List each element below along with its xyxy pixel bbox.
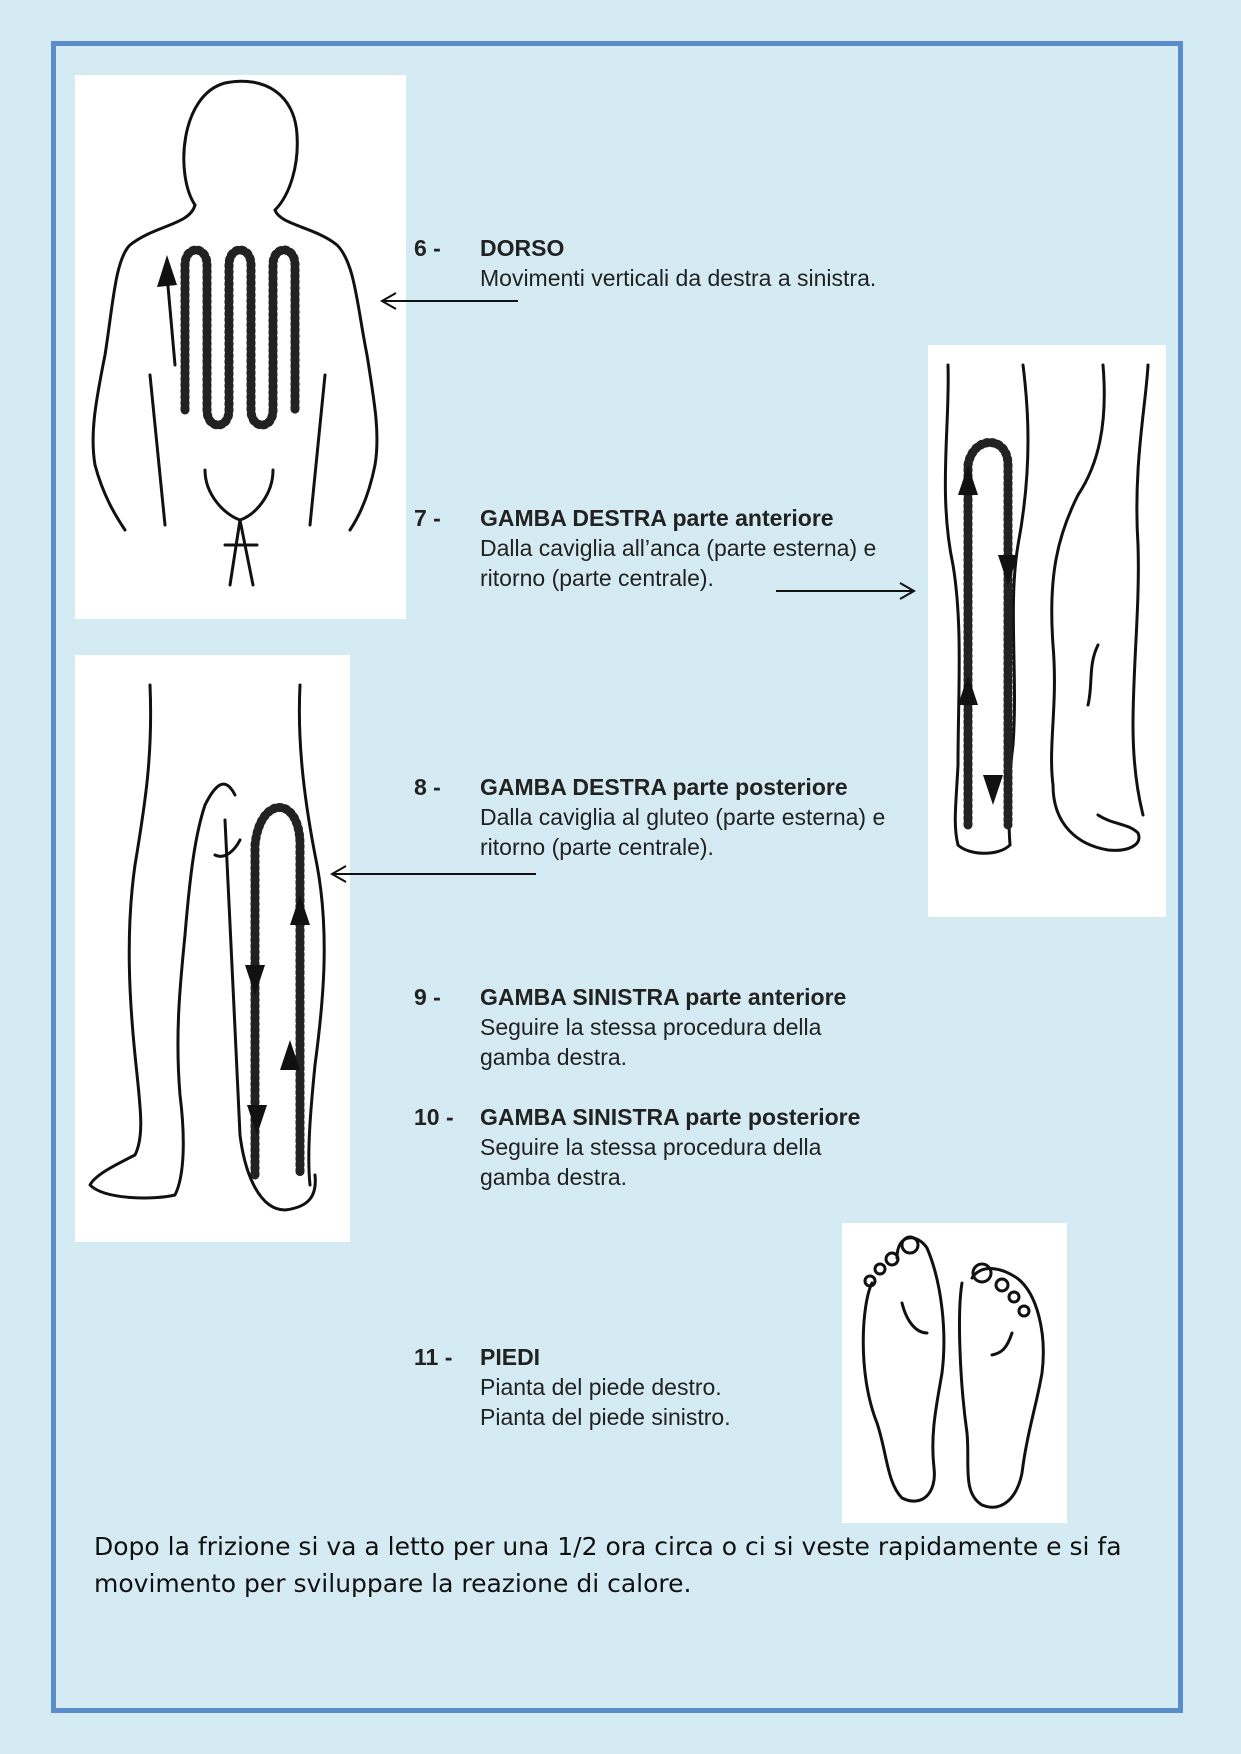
- arrow-left-icon: [379, 291, 518, 311]
- step-number: 8 -: [414, 774, 441, 800]
- step-line: gamba destra.: [480, 1044, 628, 1070]
- front-leg-illustration: [928, 345, 1166, 917]
- back-leg-illustration: [75, 655, 350, 1242]
- arrow-right-icon: [776, 581, 917, 601]
- step-number: 7 -: [414, 505, 441, 531]
- step-line: Seguire la stessa procedura della: [480, 1014, 822, 1040]
- step-line: ritorno (parte centrale).: [480, 834, 714, 860]
- step-line: Pianta del piede sinistro.: [480, 1404, 731, 1430]
- step-line: Seguire la stessa procedura della: [480, 1134, 822, 1160]
- step-number: 6 -: [414, 235, 441, 261]
- step-title: GAMBA SINISTRA parte posteriore: [480, 1104, 861, 1130]
- arrow-left-icon: [329, 864, 536, 884]
- step-number: 9 -: [414, 984, 441, 1010]
- step-title: PIEDI: [480, 1344, 541, 1370]
- step-number: 11 -: [414, 1344, 453, 1370]
- step-title: GAMBA DESTRA parte anteriore: [480, 505, 834, 531]
- back-illustration: [75, 75, 406, 619]
- footer-note: Dopo la frizione si va a letto per una 1…: [94, 1532, 1122, 1598]
- step-line: gamba destra.: [480, 1164, 628, 1190]
- step-title: GAMBA SINISTRA parte anteriore: [480, 984, 847, 1010]
- step-line: Dalla caviglia all’anca (parte esterna) …: [480, 535, 877, 561]
- step-title: GAMBA DESTRA parte posteriore: [480, 774, 848, 800]
- step-line: Movimenti verticali da destra a sinistra…: [480, 265, 877, 291]
- step-number: 10 -: [414, 1104, 454, 1130]
- step-line: ritorno (parte centrale).: [480, 565, 714, 591]
- step-title: DORSO: [480, 235, 565, 261]
- feet-illustration: [842, 1223, 1067, 1523]
- step-line: Dalla caviglia al gluteo (parte esterna)…: [480, 804, 886, 830]
- page-frame: [51, 41, 1183, 1713]
- step-line: Pianta del piede destro.: [480, 1374, 722, 1400]
